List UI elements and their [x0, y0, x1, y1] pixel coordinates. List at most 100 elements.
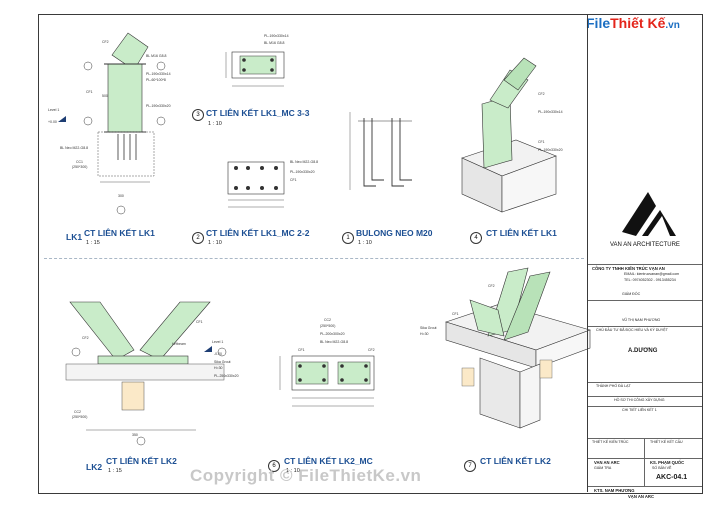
label-cf1-mc: CF1	[298, 348, 305, 352]
label-cf1-3d: CF1	[538, 140, 545, 144]
doc-type: HỒ SƠ THI CÔNG XÂY DỰNG	[614, 398, 665, 402]
section-divider	[44, 258, 584, 259]
detail-scale-mc22: 1 : 10	[208, 240, 222, 246]
designer-name: VAN AN ARC	[594, 460, 620, 465]
detail-anchor-bolts	[349, 112, 412, 190]
detail-title-anchor: BULONG NEO M20	[356, 228, 433, 238]
investor-name: A.DƯƠNG	[628, 348, 658, 354]
approver: KTS. NAM PHƯƠNG	[594, 488, 635, 493]
city: THÀNH PHỐ ĐÀ LẠT	[596, 384, 631, 388]
detail-scale-mc33: 1 : 10	[208, 121, 222, 127]
label-bl-m16: BL M16 G8.8	[146, 54, 167, 58]
detail-scale-lk2: 1 : 15	[108, 468, 122, 474]
detail-title-lk1-3d: CT LIÊN KẾT LK1	[486, 228, 557, 238]
detail-title-lk2-mc: CT LIÊN KẾT LK2_MC	[284, 456, 373, 466]
company-tel: TEL: 0974052302 - 0913455234	[624, 278, 676, 282]
label-dim-500: 500	[102, 94, 108, 98]
label-cc2-size-mc: (250*500)	[320, 324, 336, 328]
detail-lk2-elevation	[65, 301, 227, 446]
detail-lk1-3d	[461, 57, 557, 213]
label-pl3-3d: PL-190x330x20	[538, 148, 563, 152]
detail-num-7: 7	[464, 460, 476, 472]
label-cf2: CF2	[102, 40, 109, 44]
checker-name: KS. PHẠM QUỐC	[650, 460, 685, 465]
detail-lk2-mc	[279, 355, 375, 407]
label-pl1-mc33: PL-190x330x14	[264, 34, 289, 38]
detail-title-lk2: CT LIÊN KẾT LK2	[106, 456, 177, 466]
label-hhbeam: HHbeam	[172, 342, 186, 346]
designer-label: THIẾT KẾ KIẾN TRÚC	[592, 440, 629, 444]
detail-prefix-lk2: LK2	[86, 462, 103, 472]
label-pl3: PL-190x330x20	[146, 104, 171, 108]
label-pl4: PL-250x330x20	[214, 374, 239, 378]
label-level-lk2: Level 1	[212, 340, 224, 344]
label-pl1-3d: PL-190x330x14	[538, 110, 563, 114]
investor-label: CHỦ ĐẦU TƯ ĐÃ ĐỌC HIỂU VÀ KÝ DUYỆT	[596, 328, 668, 332]
detail-title-lk2-3d: CT LIÊN KẾT LK2	[480, 456, 551, 466]
title-block: VAN AN ARCHITECTURE CÔNG TY TNHH KIẾN TR…	[587, 14, 702, 499]
label-pl-mc22: PL-190x330x20	[290, 170, 315, 174]
label-pl5: PL-200x300x20	[320, 332, 345, 336]
label-cf2-lk2: CF2	[82, 336, 89, 340]
label-sika-lk2: Sika Grout	[214, 360, 231, 364]
detail-mc22	[227, 161, 285, 208]
label-elev-lk2: -0.00	[214, 352, 222, 356]
detail-num-4: 4	[470, 232, 482, 244]
label-cf1: CF1	[86, 90, 93, 94]
drawing-sheet	[38, 14, 703, 494]
detail-lk2-3d	[445, 267, 591, 429]
label-cf1-lk2-3d: CF1	[452, 312, 459, 316]
label-cf1-mc22: CF1	[290, 178, 297, 182]
label-sika-h-lk2: H=30	[214, 366, 223, 370]
label-cc2: CC2	[74, 410, 82, 414]
label-bl-m16-mc33: BL M16 G8.8	[264, 41, 285, 45]
label-cf1-lk2: CF1	[196, 320, 203, 324]
label-cc1: CC1	[76, 160, 84, 164]
director-name: VŨ THỊ NAM PHƯƠNG	[622, 318, 661, 322]
date-label: GIÁM TRA	[594, 466, 612, 470]
label-cf2-3d: CF2	[538, 92, 545, 96]
label-dim-350: 350	[132, 433, 138, 437]
detail-lk1-elevation	[58, 32, 166, 215]
detail-title-lk1: CT LIÊN KẾT LK1	[84, 228, 155, 238]
label-cc2-size: (250*500)	[72, 415, 88, 419]
detail-scale-lk1: 1 : 15	[86, 240, 100, 246]
detail-num-2: 2	[192, 232, 204, 244]
sheet-number: AKC-04.1	[656, 474, 688, 481]
label-pl1: PL-190x330x14	[146, 72, 171, 76]
label-cc1-size: (250*300)	[72, 165, 88, 169]
label-pl2: PL-60*100*8	[146, 78, 166, 82]
sheet-label: SỐ BẢN VẼ	[652, 466, 672, 470]
detail-num-3: 3	[192, 109, 204, 121]
detail-scale-lk2-mc: 1 : 10	[286, 468, 300, 474]
checker-label: THIẾT KẾ KẾT CẤU	[650, 440, 683, 444]
company-logo-mark	[622, 192, 676, 236]
label-sika-h-lk2-3d: H=30	[420, 332, 429, 336]
copyright-watermark: Copyright © FileThietKe.vn	[190, 466, 422, 485]
label-bl-m22-mc22: BL Neo M22-G8.8	[290, 160, 319, 164]
detail-scale-anchor: 1 : 10	[358, 240, 372, 246]
detail-title-mc22: CT LIÊN KẾT LK1_MC 2-2	[206, 228, 310, 238]
detail-title-mc33: CT LIÊN KẾT LK1_MC 3-3	[206, 108, 310, 118]
director-label: GIÁM ĐỐC	[622, 292, 641, 296]
brand-logo: FileThiết Kế.vn	[586, 15, 680, 31]
detail-num-6: 6	[268, 460, 280, 472]
detail-prefix-lk1: LK1	[66, 232, 83, 242]
label-sika-lk2-3d: Sika Grout	[420, 326, 437, 330]
company-name: CÔNG TY TNHH KIẾN TRÚC VẠN AN	[592, 266, 665, 271]
label-elev: +0.00	[48, 120, 57, 124]
label-dim-300: 300	[118, 194, 124, 198]
footer-company: VẠN AN ARC	[628, 494, 654, 499]
label-bl-m22-mc: BL Neo M22-G8.8	[320, 340, 349, 344]
label-cc2-mc: CC2	[324, 318, 332, 322]
detail-mc33	[225, 51, 285, 87]
label-level: Level 1	[48, 108, 60, 112]
label-cf2-lk2-3d: CF2	[488, 284, 495, 288]
detail-num-anchor: 1	[342, 232, 354, 244]
label-bl-m22: BL Neo M22-G8.8	[60, 146, 89, 150]
sheet-title: CHI TIẾT LIÊN KẾT 1	[622, 408, 657, 412]
company-email: EMAIL: kientrucvanan@gmail.com	[624, 272, 680, 276]
label-cf2-mc: CF2	[368, 348, 375, 352]
logo-text: VAN AN ARCHITECTURE	[610, 242, 680, 248]
